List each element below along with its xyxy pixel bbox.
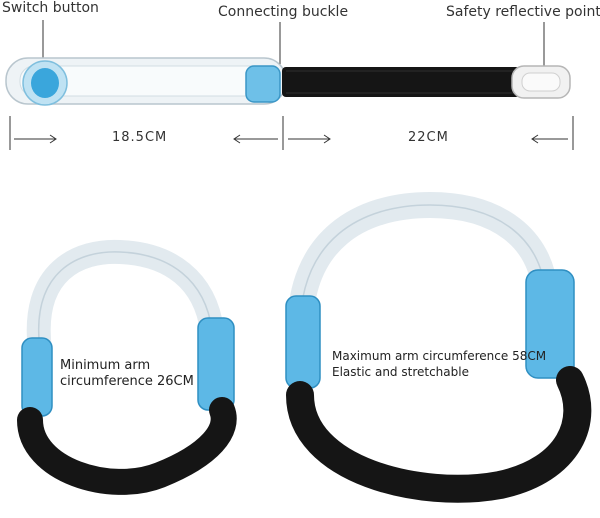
safety-reflective-points-label: Safety reflective points — [446, 4, 600, 20]
dimension-lines — [9, 116, 574, 150]
minimum-note-line2: circumference 26CM — [60, 374, 194, 389]
minimum-note-line1: Minimum arm — [60, 358, 151, 373]
maximum-circumference-note: Maximum arm circumference 58CM Elastic a… — [332, 348, 546, 380]
flat-armband — [5, 57, 571, 106]
minimum-loop-band — [17, 239, 237, 495]
connecting-buckle-label: Connecting buckle — [218, 4, 349, 20]
maximum-note-line2: Elastic and stretchable — [332, 365, 469, 379]
strap-length-label: 22CM — [408, 130, 449, 145]
maximum-note-line1: Maximum arm circumference 58CM — [332, 349, 547, 363]
maximum-loop-band — [285, 191, 592, 503]
minimum-circumference-note: Minimum arm circumference 26CM — [60, 358, 194, 390]
black-strap — [282, 67, 520, 97]
band-length-label: 18.5CM — [112, 130, 168, 145]
buckle-graphic — [245, 65, 281, 103]
switch-button-label: Switch button — [2, 0, 99, 16]
